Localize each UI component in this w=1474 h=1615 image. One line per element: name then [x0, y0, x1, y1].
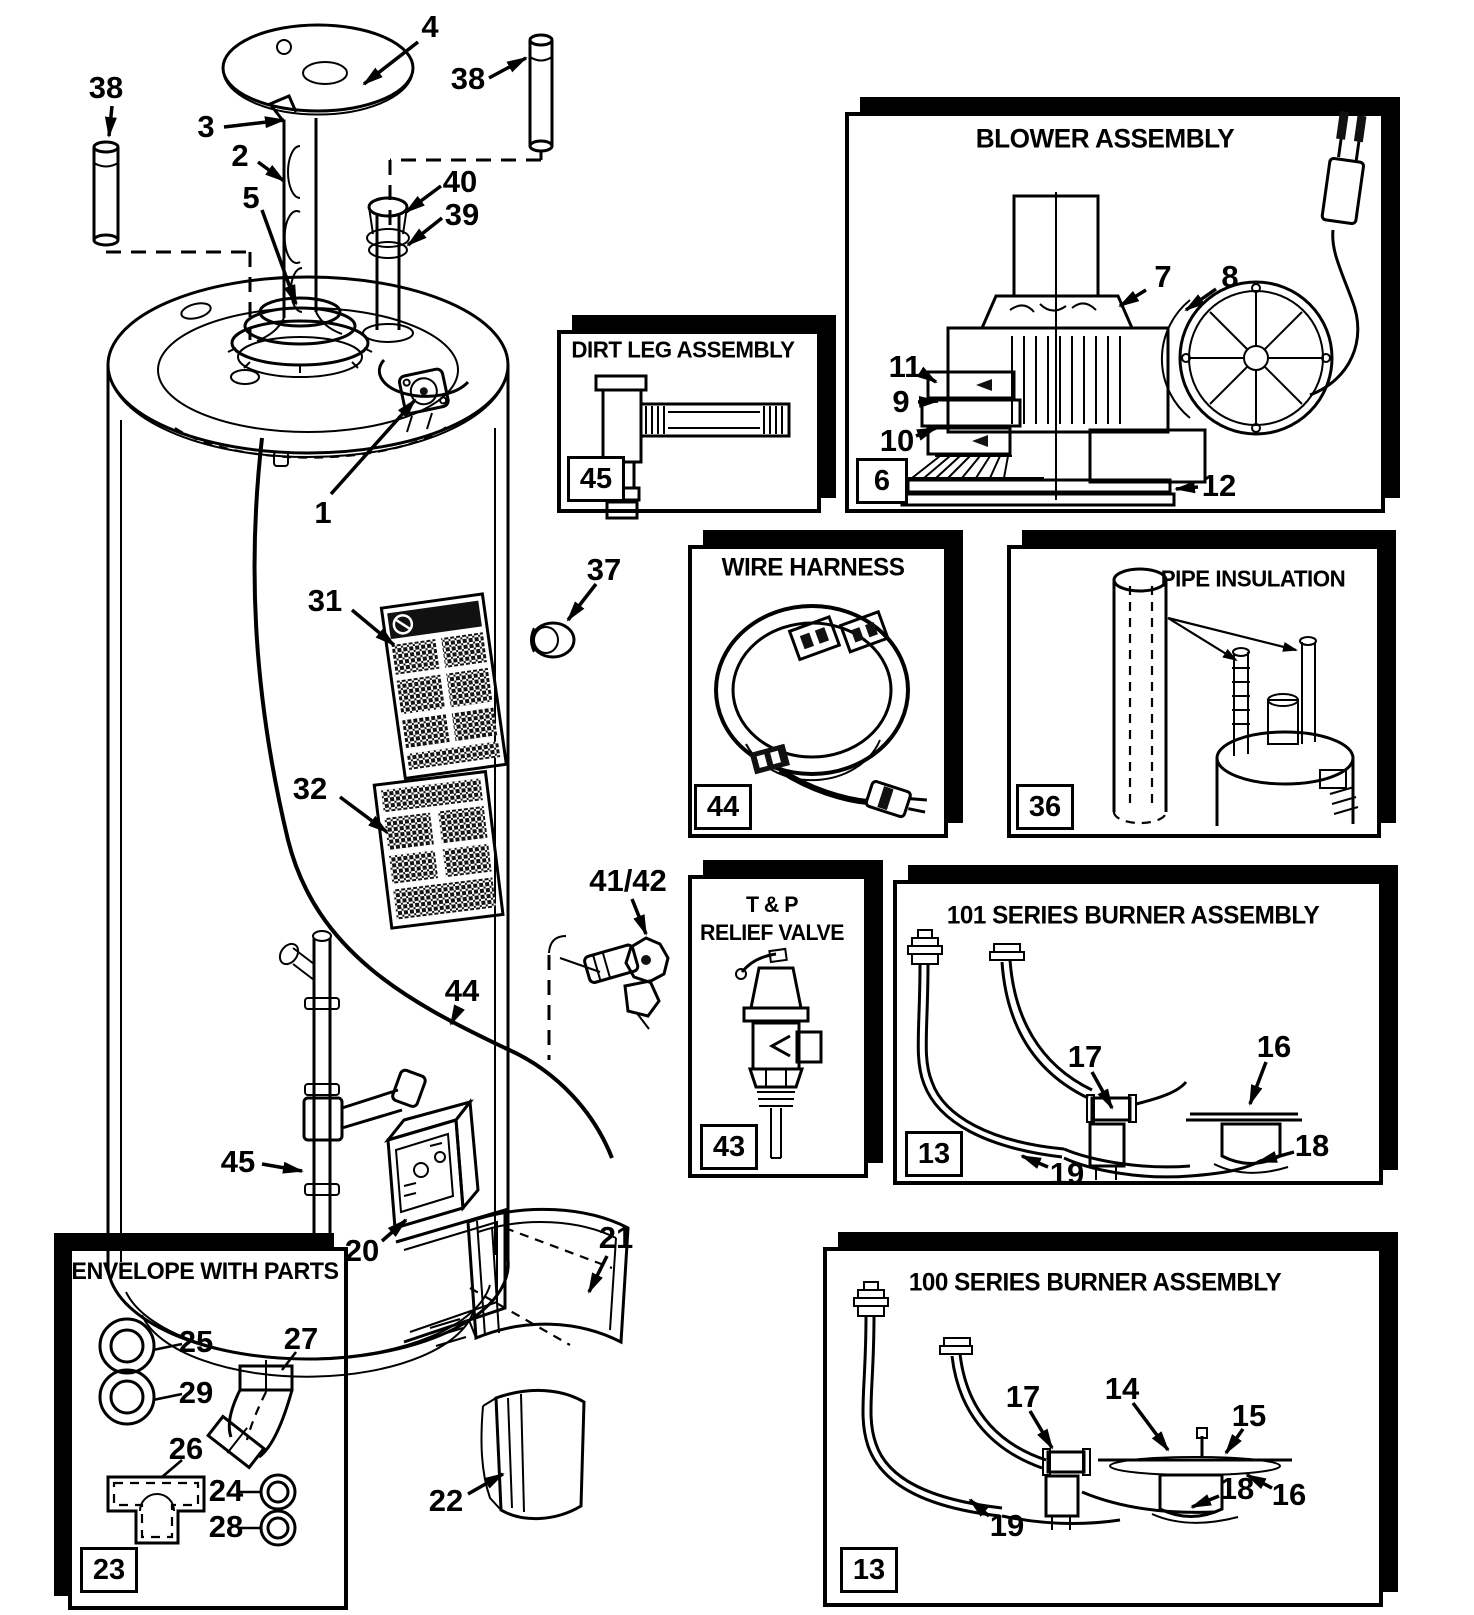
combustion-door-opening: [395, 1207, 613, 1346]
pipe-insulation-title: PIPE INSULATION: [1160, 565, 1346, 592]
callout-blower-8: 8: [1221, 259, 1239, 294]
callout-env-29: 29: [178, 1375, 214, 1410]
callout-31: 31: [307, 583, 343, 618]
callout-101-19: 19: [1049, 1156, 1085, 1191]
gas-valve-part41-42: [547, 935, 670, 1060]
callout-38-right: 38: [450, 61, 486, 96]
callout-5: 5: [242, 180, 260, 215]
callout-1: 1: [314, 495, 332, 530]
badge-burner-100: 13: [840, 1547, 898, 1593]
callout-env-25: 25: [178, 1324, 214, 1359]
callout-38-left: 38: [88, 70, 124, 105]
callout-env-24: 24: [208, 1473, 244, 1508]
badge-dirt-leg: 45: [567, 456, 625, 502]
gas-control-part20: [383, 1098, 480, 1230]
callout-101-17: 17: [1067, 1039, 1103, 1074]
anode-bracket-part2: [256, 94, 343, 342]
tp-valve-title-line1: T & P: [745, 892, 799, 917]
inset-100-series-burner: [823, 1247, 1383, 1607]
badge-envelope: 23: [80, 1547, 138, 1593]
callout-45: 45: [220, 1144, 256, 1179]
dirt-leg-title: DIRT LEG ASSEMBLY: [571, 336, 795, 363]
inset-blower-assembly: [845, 112, 1385, 513]
callout-37: 37: [586, 552, 622, 587]
callout-100-16: 16: [1271, 1477, 1307, 1512]
callout-env-26: 26: [168, 1431, 204, 1466]
burner-100-title: 100 SERIES BURNER ASSEMBLY: [908, 1268, 1282, 1297]
callout-32: 32: [292, 771, 328, 806]
callout-20: 20: [344, 1233, 380, 1268]
burner-101-title: 101 SERIES BURNER ASSEMBLY: [946, 901, 1320, 930]
callout-env-28: 28: [208, 1509, 244, 1544]
callout-100-15: 15: [1231, 1398, 1267, 1433]
callout-env-27: 27: [283, 1321, 319, 1356]
callout-100-14: 14: [1104, 1371, 1140, 1406]
callout-blower-10: 10: [879, 423, 915, 458]
callout-100-18: 18: [1219, 1471, 1255, 1506]
wire-harness-title: WIRE HARNESS: [721, 553, 905, 582]
callout-22: 22: [428, 1483, 464, 1518]
callout-3: 3: [197, 109, 215, 144]
callout-2: 2: [231, 138, 249, 173]
inner-door-part22: [480, 1388, 586, 1521]
callout-4: 4: [421, 9, 439, 44]
callout-40: 40: [442, 164, 478, 199]
badge-burner-101: 13: [905, 1131, 963, 1177]
envelope-title: ENVELOPE WITH PARTS: [71, 1258, 339, 1285]
callout-101-16: 16: [1256, 1029, 1292, 1064]
callout-101-18: 18: [1294, 1128, 1330, 1163]
dirt-leg-on-tank-part45: [278, 930, 427, 1240]
callout-blower-7: 7: [1154, 259, 1172, 294]
blower-assembly-title: BLOWER ASSEMBLY: [975, 123, 1235, 154]
callout-44: 44: [444, 973, 480, 1008]
warning-label-part31: [379, 592, 509, 781]
callout-100-19: 19: [989, 1508, 1025, 1543]
callout-39: 39: [444, 197, 480, 232]
bushing-part37: [530, 621, 576, 659]
callout-41-42: 41/42: [589, 863, 667, 898]
callout-blower-12: 12: [1201, 468, 1237, 503]
badge-pipe-insulation: 36: [1016, 784, 1074, 830]
callout-21: 21: [598, 1220, 634, 1255]
tank-body: [106, 275, 510, 1378]
tank-top-fitting-part1: [377, 359, 470, 433]
warning-label-part32: [372, 769, 505, 930]
top-flange-part5: [227, 296, 373, 378]
callout-blower-9: 9: [892, 384, 910, 419]
badge-wire-harness: 44: [694, 784, 752, 830]
callout-blower-11: 11: [888, 349, 922, 384]
vent-pipe-parts39-40: [362, 196, 414, 343]
tp-valve-title-line2: RELIEF VALVE: [700, 920, 844, 945]
badge-blower: 6: [856, 458, 908, 504]
callout-100-17: 17: [1005, 1379, 1041, 1414]
badge-tp-valve: 43: [700, 1124, 758, 1170]
top-disc-part4: [221, 23, 415, 116]
